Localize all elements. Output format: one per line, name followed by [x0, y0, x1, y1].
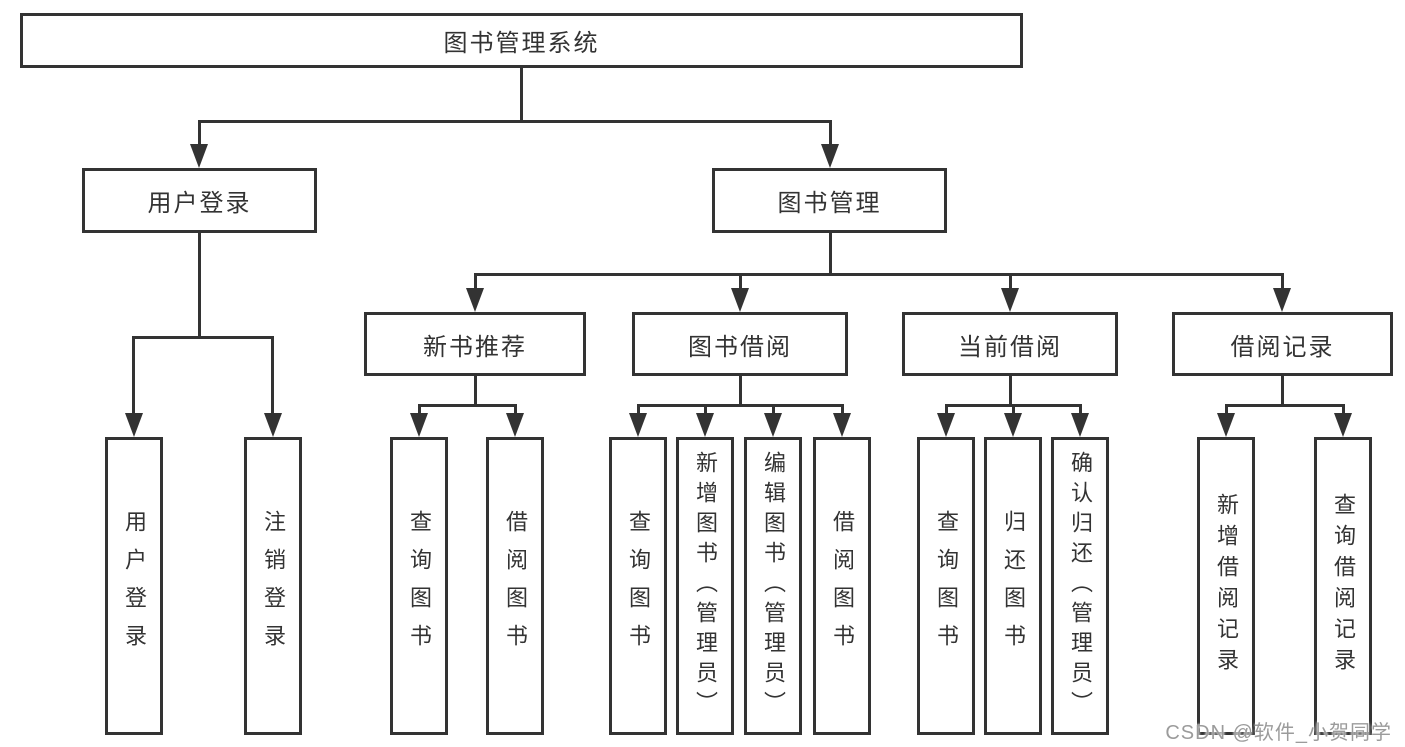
edge — [474, 373, 477, 407]
arrowhead — [764, 413, 782, 437]
leaf-return-books-label: 归还图书 — [1001, 510, 1026, 662]
leaf-user-login-label: 用户登录 — [122, 510, 147, 662]
arrowhead — [937, 413, 955, 437]
leaf-confirm-return-admin-label: 确认归还（管理员） — [1068, 451, 1093, 721]
arrowhead — [1273, 288, 1291, 312]
csdn-watermark: CSDN @软件_小贺同学 — [1165, 722, 1392, 744]
edge — [474, 273, 477, 291]
edge — [829, 120, 832, 148]
edge — [1225, 404, 1228, 417]
node-book-management-label: 图书管理 — [777, 190, 882, 217]
leaf-recommend-query-books: 查询图书 — [390, 437, 448, 735]
edge — [514, 404, 517, 417]
node-current-borrow: 当前借阅 — [902, 312, 1118, 376]
arrowhead — [1004, 413, 1022, 437]
leaf-recommend-borrow-books-label: 借阅图书 — [503, 510, 528, 662]
arrowhead — [506, 413, 524, 437]
node-user-login: 用户登录 — [82, 168, 317, 233]
edge — [418, 404, 517, 407]
leaf-add-books-admin: 新增图书（管理员） — [676, 437, 734, 735]
leaf-confirm-return-admin: 确认归还（管理员） — [1051, 437, 1109, 735]
leaf-borrow-query-books: 查询图书 — [609, 437, 667, 735]
arrowhead — [1334, 413, 1352, 437]
node-borrow-records: 借阅记录 — [1172, 312, 1393, 376]
node-library-system-label: 图书管理系统 — [443, 30, 600, 57]
arrowhead — [731, 288, 749, 312]
leaf-add-borrow-record-label: 新增借阅记录 — [1214, 493, 1239, 679]
edge — [198, 120, 832, 123]
edge — [1342, 404, 1345, 417]
edge — [198, 230, 201, 339]
leaf-edit-books-admin-label: 编辑图书（管理员） — [761, 451, 786, 721]
arrowhead — [696, 413, 714, 437]
edge — [132, 336, 135, 416]
edge — [945, 404, 948, 417]
edge — [739, 273, 742, 291]
edge — [637, 404, 844, 407]
leaf-edit-books-admin: 编辑图书（管理员） — [744, 437, 802, 735]
edge — [474, 273, 1284, 276]
leaf-current-query-books-label: 查询图书 — [934, 510, 959, 662]
node-new-book-recommend-label: 新书推荐 — [423, 333, 527, 361]
arrowhead — [1071, 413, 1089, 437]
node-current-borrow-label: 当前借阅 — [958, 333, 1062, 361]
edge — [829, 230, 832, 276]
leaf-return-books: 归还图书 — [984, 437, 1042, 735]
edge — [841, 404, 844, 417]
leaf-query-borrow-record-label: 查询借阅记录 — [1331, 493, 1356, 679]
arrowhead — [190, 144, 208, 168]
edge — [132, 336, 274, 339]
edge — [1009, 373, 1012, 407]
leaf-query-borrow-record: 查询借阅记录 — [1314, 437, 1372, 735]
leaf-logout-label: 注销登录 — [261, 510, 286, 662]
arrowhead — [833, 413, 851, 437]
edge — [637, 404, 640, 417]
node-new-book-recommend: 新书推荐 — [364, 312, 586, 376]
arrowhead — [125, 413, 143, 437]
edge — [1281, 273, 1284, 291]
leaf-add-books-admin-label: 新增图书（管理员） — [693, 451, 718, 721]
edge — [1225, 404, 1345, 407]
node-library-system: 图书管理系统 — [20, 13, 1023, 68]
leaf-recommend-query-books-label: 查询图书 — [407, 510, 432, 662]
edge — [1009, 273, 1012, 291]
leaf-borrow-books-label: 借阅图书 — [830, 510, 855, 662]
edge — [739, 373, 742, 407]
leaf-logout: 注销登录 — [244, 437, 302, 735]
edge — [198, 120, 201, 148]
edge — [1281, 373, 1284, 407]
node-book-borrow-label: 图书借阅 — [688, 333, 792, 361]
edge — [1012, 404, 1015, 417]
leaf-borrow-books: 借阅图书 — [813, 437, 871, 735]
arrowhead — [264, 413, 282, 437]
edge — [418, 404, 421, 417]
arrowhead — [821, 144, 839, 168]
edge — [772, 404, 775, 417]
leaf-add-borrow-record: 新增借阅记录 — [1197, 437, 1255, 735]
node-book-borrow: 图书借阅 — [632, 312, 848, 376]
arrowhead — [629, 413, 647, 437]
edge — [271, 336, 274, 416]
node-borrow-records-label: 借阅记录 — [1230, 333, 1335, 361]
leaf-borrow-query-books-label: 查询图书 — [626, 510, 651, 662]
arrowhead — [410, 413, 428, 437]
leaf-user-login: 用户登录 — [105, 437, 163, 735]
edge — [704, 404, 707, 417]
leaf-current-query-books: 查询图书 — [917, 437, 975, 735]
node-book-management: 图书管理 — [712, 168, 947, 233]
node-user-login-label: 用户登录 — [147, 190, 252, 217]
edge — [520, 65, 523, 121]
arrowhead — [466, 288, 484, 312]
arrowhead — [1217, 413, 1235, 437]
leaf-recommend-borrow-books: 借阅图书 — [486, 437, 544, 735]
arrowhead — [1001, 288, 1019, 312]
edge — [1079, 404, 1082, 417]
